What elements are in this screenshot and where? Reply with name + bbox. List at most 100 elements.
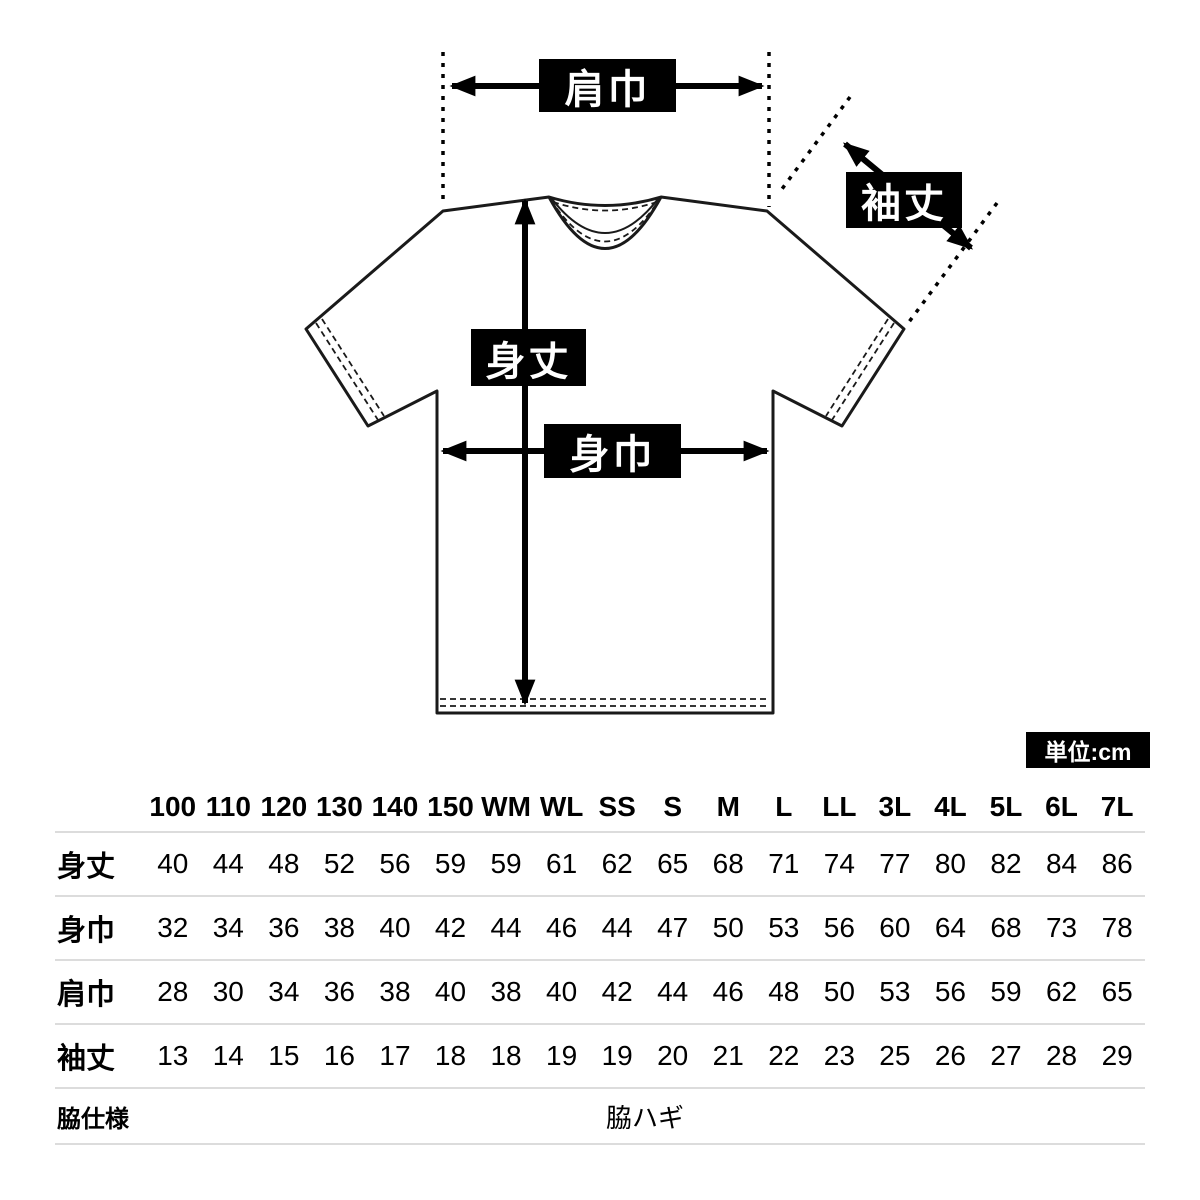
measurement-value: 65 [1089,959,1145,1024]
measurement-value: 48 [756,959,812,1024]
size-column-header: 140 [371,790,419,822]
sleeve-length-label: 袖丈 [846,172,962,228]
measurement-value: 27 [978,1023,1034,1088]
measurement-row-label: 袖丈 [55,1023,145,1088]
measurement-value: 17 [367,1023,423,1088]
measurement-value: 62 [589,831,645,896]
measurement-value: 28 [1033,1023,1090,1088]
measurement-value: 21 [700,1023,757,1088]
measurement-value: 28 [145,959,201,1024]
measurement-value: 34 [200,895,257,960]
measurement-value: 82 [978,831,1034,896]
unit-badge: 単位:cm [1026,732,1150,768]
measurement-value: 40 [367,895,423,960]
measurement-value: 42 [422,895,479,960]
measurement-value: 50 [811,959,868,1024]
measurement-value: 22 [756,1023,812,1088]
size-column-header: 120 [260,790,308,822]
measurement-value: 80 [922,831,979,896]
size-column-header: M [716,790,740,822]
size-column-header: WL [539,790,584,822]
size-column-header: 7L [1100,790,1134,822]
size-column-header: 100 [149,790,197,822]
measurement-value: 19 [533,1023,590,1088]
measurement-value: 52 [311,831,368,896]
measurement-value: 53 [867,959,923,1024]
measurement-value: 47 [644,895,701,960]
measurement-value: 86 [1089,831,1145,896]
measurement-value: 60 [867,895,923,960]
measurement-value: 38 [478,959,534,1024]
measurement-value: 36 [256,895,312,960]
side-spec-label: 脇仕様 [55,1087,145,1145]
measurement-value: 73 [1033,895,1090,960]
measurement-value: 50 [700,895,757,960]
measurement-value: 65 [644,831,701,896]
body-width-label: 身巾 [544,424,681,478]
shoulder-width-label: 肩巾 [539,59,676,112]
measurement-value: 59 [422,831,479,896]
measurement-value: 16 [311,1023,368,1088]
measurement-guide-lines [441,52,999,328]
size-column-header: 150 [427,790,474,822]
side-spec-row: 脇仕様脇ハギ [55,1087,1145,1145]
measurement-value: 78 [1089,895,1145,960]
measurement-value: 46 [533,895,590,960]
measurement-value: 32 [145,895,201,960]
corner-cell [55,782,145,832]
size-column-header: 6L [1045,790,1078,822]
measurement-value: 40 [422,959,479,1024]
measurement-value: 25 [867,1023,923,1088]
measurement-value: 74 [811,831,868,896]
measurement-value: 64 [922,895,979,960]
measurement-value: 44 [589,895,645,960]
measurement-value: 56 [922,959,979,1024]
measurement-value: 71 [756,831,812,896]
size-column-header: L [775,790,793,822]
measurement-value: 26 [922,1023,979,1088]
measurement-value: 42 [589,959,645,1024]
tshirt-technical-drawing [304,52,999,715]
size-column-header: WM [481,790,531,822]
measurement-value: 15 [256,1023,312,1088]
measurement-value: 59 [478,831,534,896]
measurement-value: 40 [145,831,201,896]
measurement-value: 56 [811,895,868,960]
measurement-value: 84 [1033,831,1090,896]
measurement-value: 61 [533,831,590,896]
measurement-value: 68 [978,895,1034,960]
size-column-header: 110 [205,790,251,822]
size-column-header: 130 [316,790,363,822]
measurement-value: 34 [256,959,312,1024]
measurement-value: 62 [1033,959,1090,1024]
measurement-value: 23 [811,1023,868,1088]
measurement-value: 59 [978,959,1034,1024]
measurement-value: 46 [700,959,757,1024]
measurement-row-label: 身丈 [55,831,145,896]
measurement-value: 68 [700,831,757,896]
body-length-label: 身丈 [471,329,586,386]
measurement-value: 40 [533,959,590,1024]
measurement-value: 38 [311,895,368,960]
measurement-value: 13 [145,1023,201,1088]
size-column-header: S [663,790,683,822]
measurement-value: 29 [1089,1023,1145,1088]
measurement-value: 48 [256,831,312,896]
measurement-value: 44 [478,895,534,960]
side-spec-value: 脇ハギ [145,1087,1145,1145]
measurement-row-label: 肩巾 [55,959,145,1024]
measurement-value: 38 [367,959,423,1024]
size-column-header: LL [822,790,857,822]
measurement-row-label: 身巾 [55,895,145,960]
measurement-value: 19 [589,1023,645,1088]
size-column-header: 5L [989,790,1023,822]
